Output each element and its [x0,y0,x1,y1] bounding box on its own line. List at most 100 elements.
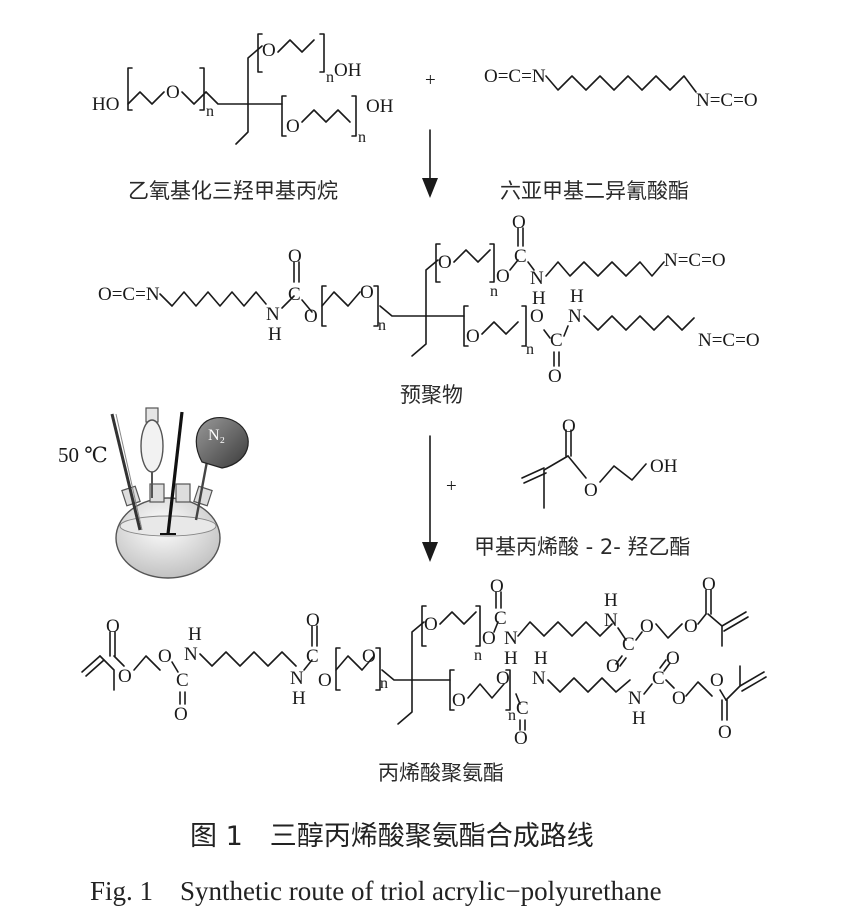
carbonyl-o: O [562,416,576,437]
h-atom: H [504,648,518,669]
hdi-structure: O=C=N N=C=O [484,66,758,111]
plus-sign: + [425,70,436,91]
oxygen-atom: O [496,668,510,689]
repeat-n: n [508,707,516,724]
carbonyl-o: O [288,246,302,267]
c-atom: C [176,670,189,691]
reaction-apparatus-icon: 50 ℃ N₂ [58,407,249,579]
oxygen-atom: O [584,480,598,501]
carbonyl-o: O [606,656,620,677]
h-atom: H [188,624,202,645]
n-atom: N [530,268,544,289]
carbonyl-o: O [490,576,504,597]
n-atom: N [604,610,618,631]
oxygen-atom: O [362,646,376,667]
repeat-n: n [526,341,534,358]
ethoxylated-tmp-structure: HO O n O n OH O n OH [92,33,394,146]
repeat-n: n [380,675,388,692]
oxygen-atom: O [318,670,332,691]
reactant1-label: 乙氧基化三羟甲基丙烷 [128,179,338,203]
h-atom: H [570,286,584,307]
c-atom: C [550,330,563,351]
oxygen-atom: O [118,666,132,687]
oxygen-atom: O [710,670,724,691]
n-atom: N [532,668,546,689]
n-atom: N [504,628,518,649]
c-atom: C [306,646,319,667]
n-atom: N [184,644,198,665]
oxygen-atom: O [482,628,496,649]
oxygen-atom: O [684,616,698,637]
hema-label: 甲基丙烯酸 - 2- 羟乙酯 [474,535,691,559]
oxygen-atom: O [530,306,544,327]
oxygen-atom: O [452,690,466,711]
temperature-label: 50 ℃ [58,443,108,467]
ocn-group: O=C=N [98,284,160,305]
ocn-group: O=C=N [484,66,546,87]
oxygen-atom: O [304,306,318,327]
oxygen-atom: O [438,252,452,273]
reaction-arrow-1 [422,129,438,198]
h-atom: H [632,708,646,729]
acrylic-polyurethane-structure: O O O C O H N N H C O O O n O n O [81,574,767,749]
prepolymer-label: 预聚物 [400,383,463,407]
oxygen-atom: O [640,616,654,637]
oxygen-atom: O [424,614,438,635]
n2-label: N₂ [208,427,225,444]
carbonyl-o: O [514,728,528,749]
h-atom: H [534,648,548,669]
c-atom: C [516,698,529,719]
oxygen-atom: O [166,82,180,103]
repeat-n: n [206,103,214,120]
carbonyl-o: O [702,574,716,595]
prepolymer-structure: O=C=N N H C O O O n O n O C O N H N [98,212,760,387]
repeat-n: n [358,129,366,146]
c-atom: C [622,634,635,655]
reaction-arrow-2 [422,435,438,562]
h-atom: H [532,288,546,309]
carbonyl-o: O [666,648,680,669]
carbonyl-o: O [106,616,120,637]
n-atom: N [266,304,280,325]
oh-group: OH [334,60,362,81]
oxygen-atom: O [466,326,480,347]
repeat-n: n [490,283,498,300]
carbonyl-o: O [306,610,320,631]
nco-group: N=C=O [664,250,726,271]
h-atom: H [268,324,282,345]
repeat-n: n [378,317,386,334]
carbonyl-o: O [548,366,562,387]
n-atom: N [568,306,582,327]
figure-caption-en: Fig. 1 Synthetic route of triol acrylic−… [90,876,662,906]
oxygen-atom: O [672,688,686,709]
repeat-n: n [326,69,334,86]
oxygen-atom: O [286,116,300,137]
c-atom: C [514,246,527,267]
oxygen-atom: O [262,40,276,61]
hema-structure: O O OH [521,416,678,509]
c-atom: C [652,668,665,689]
carbonyl-o: O [174,704,188,725]
figure-caption-cn: 图 1 三醇丙烯酸聚氨酯合成路线 [190,821,594,852]
oh-group: OH [366,96,394,117]
oh-group: OH [650,456,678,477]
oxygen-atom: O [496,266,510,287]
plus-sign: + [446,476,457,497]
carbonyl-o: O [512,212,526,233]
ho-group: HO [92,94,119,115]
nco-group: N=C=O [698,330,760,351]
n-atom: N [628,688,642,709]
h-atom: H [292,688,306,709]
h-atom: H [604,590,618,611]
carbonyl-o: O [718,722,732,743]
oxygen-atom: O [158,646,172,667]
final-product-label: 丙烯酸聚氨酯 [378,761,504,785]
reactant2-label: 六亚甲基二异氰酸酯 [500,179,689,203]
repeat-n: n [474,647,482,664]
oxygen-atom: O [360,282,374,303]
nco-group: N=C=O [696,90,758,111]
c-atom: C [288,284,301,305]
n-atom: N [290,668,304,689]
c-atom: C [494,608,507,629]
